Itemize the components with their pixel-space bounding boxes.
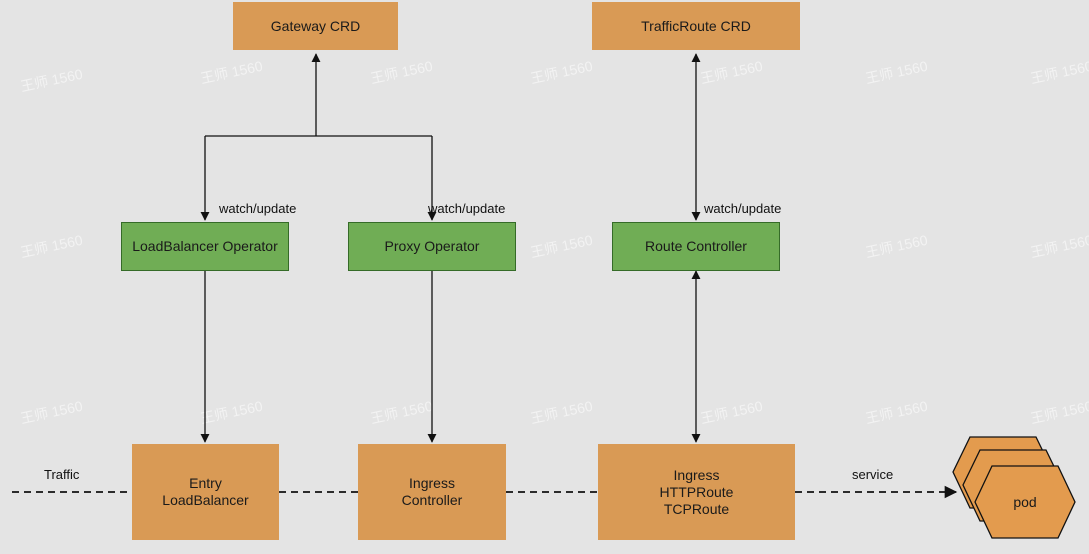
- trafficroute-crd-node[interactable]: TrafficRoute CRD: [592, 2, 800, 50]
- traffic-label: Traffic: [44, 467, 80, 482]
- pod-label[interactable]: pod: [1013, 493, 1037, 510]
- pod-hexagon-front: [974, 465, 1076, 539]
- route-controller-node[interactable]: Route Controller: [612, 222, 780, 271]
- watch-update-label: watch/update: [428, 201, 506, 216]
- watch-update-label: watch/update: [704, 201, 782, 216]
- ingress-controller-node[interactable]: Ingress Controller: [358, 444, 506, 540]
- proxy-operator-node[interactable]: Proxy Operator: [348, 222, 516, 271]
- gateway-crd-node[interactable]: Gateway CRD: [233, 2, 398, 50]
- service-label: service: [852, 467, 894, 482]
- loadbalancer-operator-node[interactable]: LoadBalancer Operator: [121, 222, 289, 271]
- watch-update-label: watch/update: [219, 201, 297, 216]
- ingress-routes-node[interactable]: Ingress HTTPRoute TCPRoute: [598, 444, 795, 540]
- entry-loadbalancer-node[interactable]: Entry LoadBalancer: [132, 444, 279, 540]
